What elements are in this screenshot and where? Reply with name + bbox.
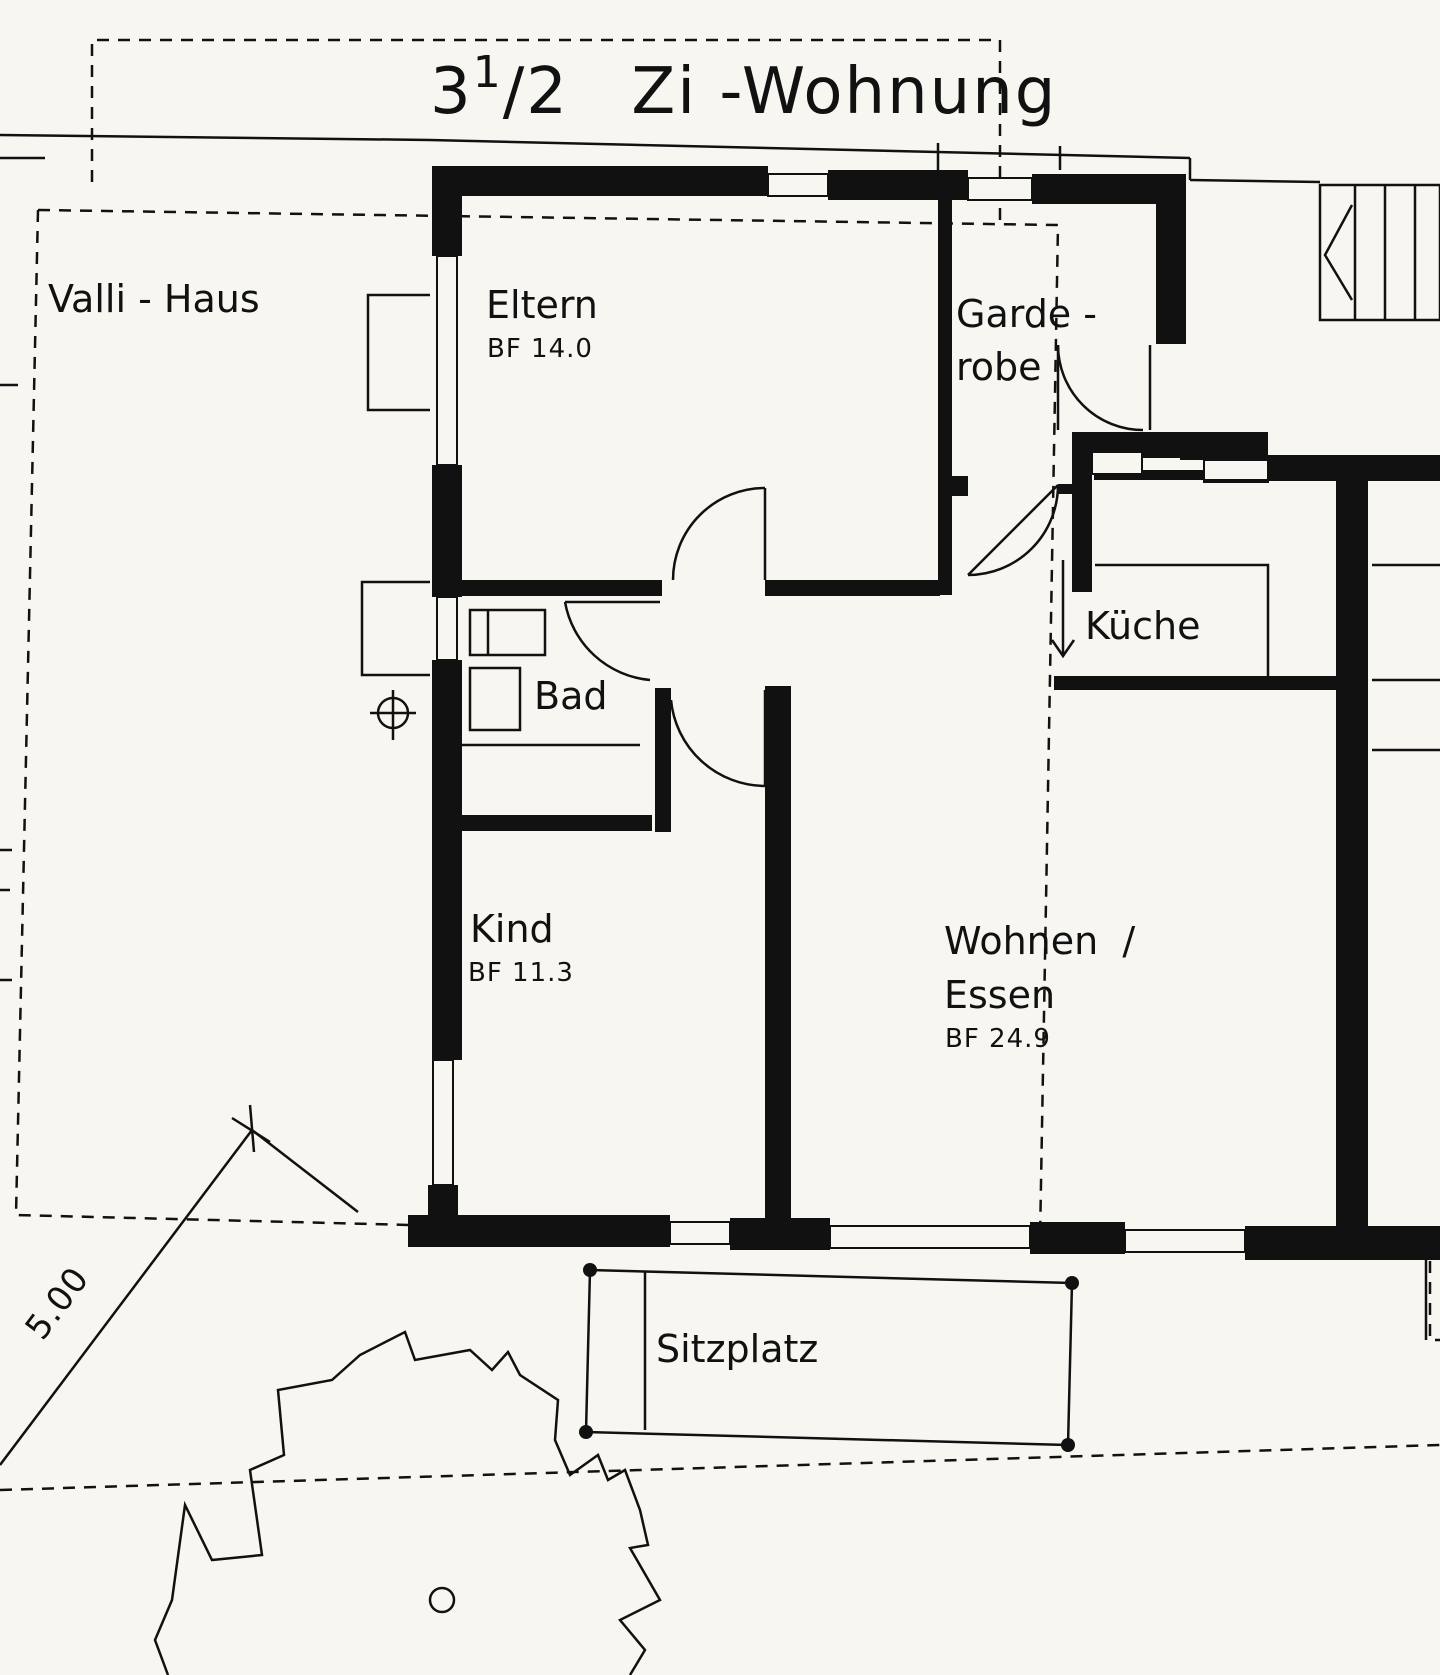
room-area-eltern: BF 14.0 (487, 334, 593, 364)
terrace (584, 1268, 1074, 1447)
wall-block (1180, 432, 1268, 460)
window-kitchen (1203, 459, 1269, 481)
title-numerator: 1 (472, 47, 503, 98)
room-name-wohnen-line2: Essen (944, 973, 1056, 1017)
terrace-posts (579, 1263, 1079, 1452)
room-name-garderobe-line2: robe (956, 345, 1042, 389)
room-area-kind: BF 11.3 (468, 958, 574, 988)
title-whole: 3 (430, 55, 473, 129)
room-name-bad: Bad (534, 674, 608, 718)
outlet-icon (370, 690, 416, 740)
room-name-wohnen-line1: Wohnen / (944, 919, 1136, 963)
room-name-sitzplatz: Sitzplatz (656, 1327, 819, 1371)
windows (432, 173, 1269, 1253)
building-label: Valli - Haus (48, 277, 260, 321)
room-name-kind: Kind (470, 907, 554, 951)
dashed-outlines (0, 38, 1440, 1492)
title-denominator: /2 (502, 55, 569, 129)
plan-title: 31/2 Zi -Wohnung (430, 51, 1057, 125)
room-name-garderobe-line1: Garde - (956, 292, 1097, 336)
kitchen-arrow-icon (1050, 560, 1076, 659)
title-rest: Zi -Wohnung (631, 55, 1058, 129)
room-area-wohnen: BF 24.9 (945, 1024, 1051, 1054)
room-name-kueche: Küche (1085, 604, 1201, 648)
room-name-eltern: Eltern (486, 283, 598, 327)
bath-fixtures (468, 608, 547, 732)
door-swings (563, 344, 1144, 788)
stair (1318, 183, 1440, 322)
tree-icon (153, 1330, 662, 1675)
walls (408, 166, 1440, 1260)
thin-lines (0, 133, 1440, 1340)
dimension-line (0, 1104, 359, 1466)
